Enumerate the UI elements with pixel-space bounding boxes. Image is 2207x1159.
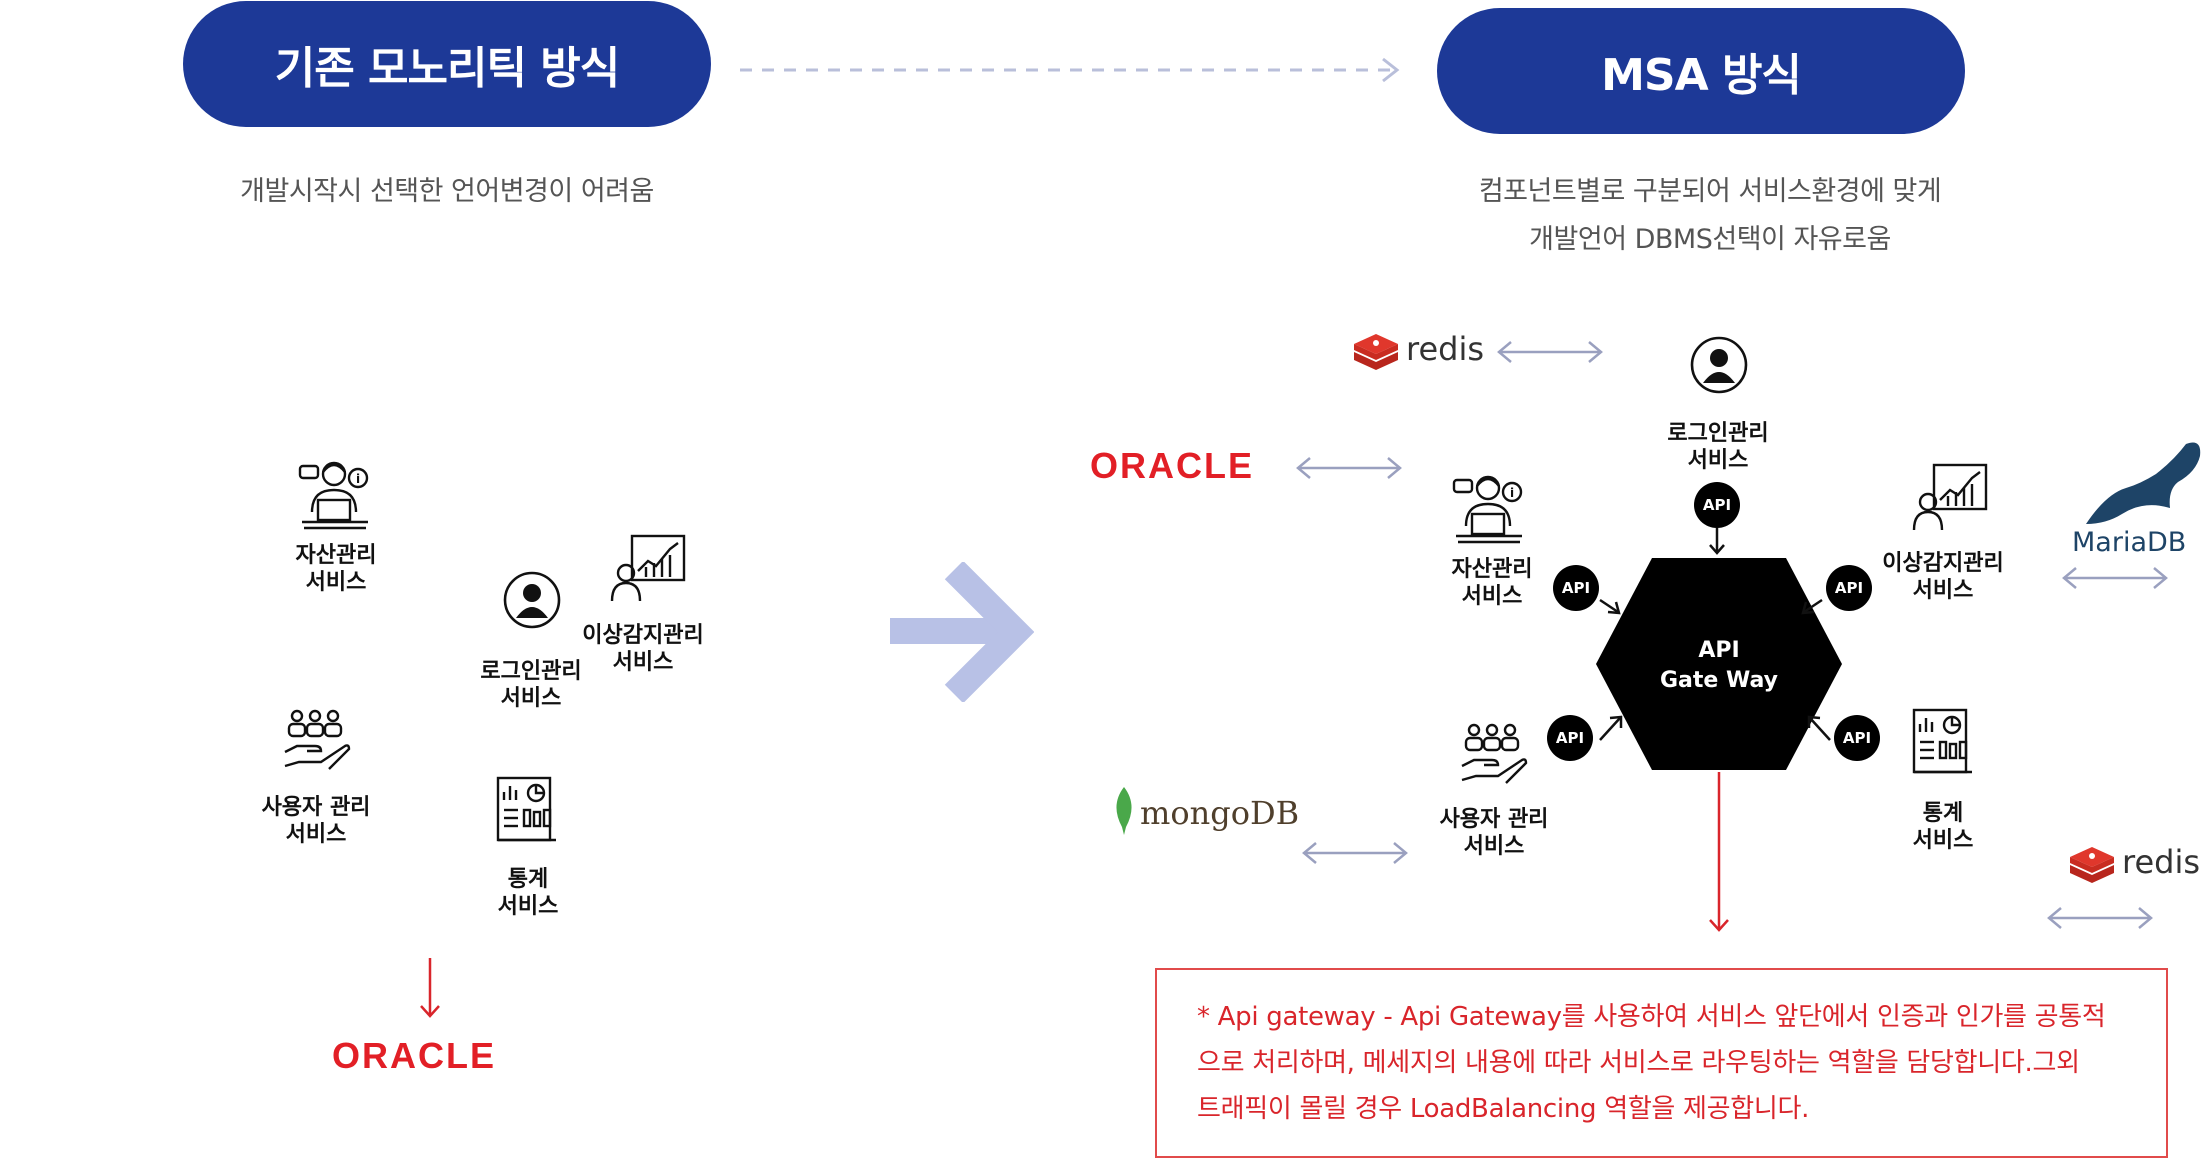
monolith-description: 개발시작시 선택한 언어변경이 어려움 [240, 176, 654, 207]
transition-arrow [890, 562, 1034, 702]
mongodb-leaf-icon [1116, 787, 1132, 835]
msa-title: MSA 방식 [1601, 50, 1802, 101]
svg-text:i: i [1510, 486, 1514, 500]
redis-top-logo-text: redis [1406, 330, 1485, 368]
people-hand-icon [284, 709, 351, 770]
msa-description: 컴포넌트별로 구분되어 서비스환경에 맞게 개발언어 DBMS선택이 자유로움 [1380, 168, 2040, 264]
redis-cube-icon [1354, 334, 1398, 370]
people-hand-icon [1461, 723, 1528, 784]
person-desk-icon: i [298, 461, 369, 530]
person-desk-icon: i [1452, 475, 1523, 544]
note-line1: * Api gateway - Api Gateway를 사용하여 서비스 앞단… [1197, 1002, 2106, 1032]
user-avatar-icon [503, 571, 561, 629]
msa-title-pill: MSA 방식 [1437, 8, 1965, 134]
svg-text:i: i [356, 472, 360, 486]
msa-description-line2: 개발언어 DBMS선택이 자유로움 [1529, 224, 1891, 255]
monolith-title: 기존 모노리틱 방식 [274, 43, 620, 94]
monolith-title-pill: 기존 모노리틱 방식 [183, 1, 711, 127]
api-gateway-line2: Gate Way [1660, 668, 1778, 693]
user-avatar-icon [1690, 336, 1748, 394]
gateway-down-arrow [1709, 772, 1729, 932]
chart-presentation-icon [1912, 463, 1988, 531]
api-badge-anomaly: API [1826, 565, 1872, 611]
redis-cube-icon [2070, 847, 2114, 883]
api-gateway-hexagon [1596, 558, 1842, 770]
note-line3: 트래픽이 몰릴 경우 LoadBalancing 역할을 제공합니다. [1197, 1094, 1810, 1124]
chart-presentation-icon [610, 534, 686, 602]
monolith-oracle-logo: ORACLE [332, 1035, 496, 1076]
mariadb-seal-icon [2086, 442, 2201, 524]
api-gateway-line1: API [1698, 638, 1740, 663]
msa-description-line1: 컴포넌트별로 구분되어 서비스환경에 맞게 [1478, 176, 1942, 207]
api-badge-login: API [1694, 482, 1740, 528]
redis-top-connector [1497, 341, 1603, 363]
dashed-arrow-connector [740, 57, 1400, 83]
note-line2: 으로 처리하며, 메세지의 내용에 따라 서비스로 라우팅하는 역할을 담당합니… [1197, 1048, 2080, 1078]
report-chart-icon [496, 776, 556, 842]
mongodb-connector [1302, 842, 1408, 864]
api-badge-stats: API [1834, 715, 1880, 761]
api-badge-user: API [1547, 715, 1593, 761]
monolith-db-arrow [420, 958, 440, 1018]
api-gateway-label: API Gate Way [1594, 636, 1844, 696]
api-badge-asset: API [1553, 565, 1599, 611]
report-chart-icon [1912, 708, 1972, 774]
redis-bottom-connector [2047, 907, 2153, 929]
redis-bottom-logo-text: redis [2122, 843, 2201, 881]
mariadb-connector [2062, 567, 2168, 589]
api-connector-arrows [1599, 528, 1831, 741]
oracle-connector [1296, 457, 1402, 479]
msa-oracle-logo: ORACLE [1090, 445, 1254, 486]
api-gateway-note-box: * Api gateway - Api Gateway를 사용하여 서비스 앞단… [1155, 968, 2168, 1158]
mongodb-logo-text: mongoDB [1140, 794, 1300, 832]
mariadb-logo-text: MariaDB [2072, 527, 2187, 558]
